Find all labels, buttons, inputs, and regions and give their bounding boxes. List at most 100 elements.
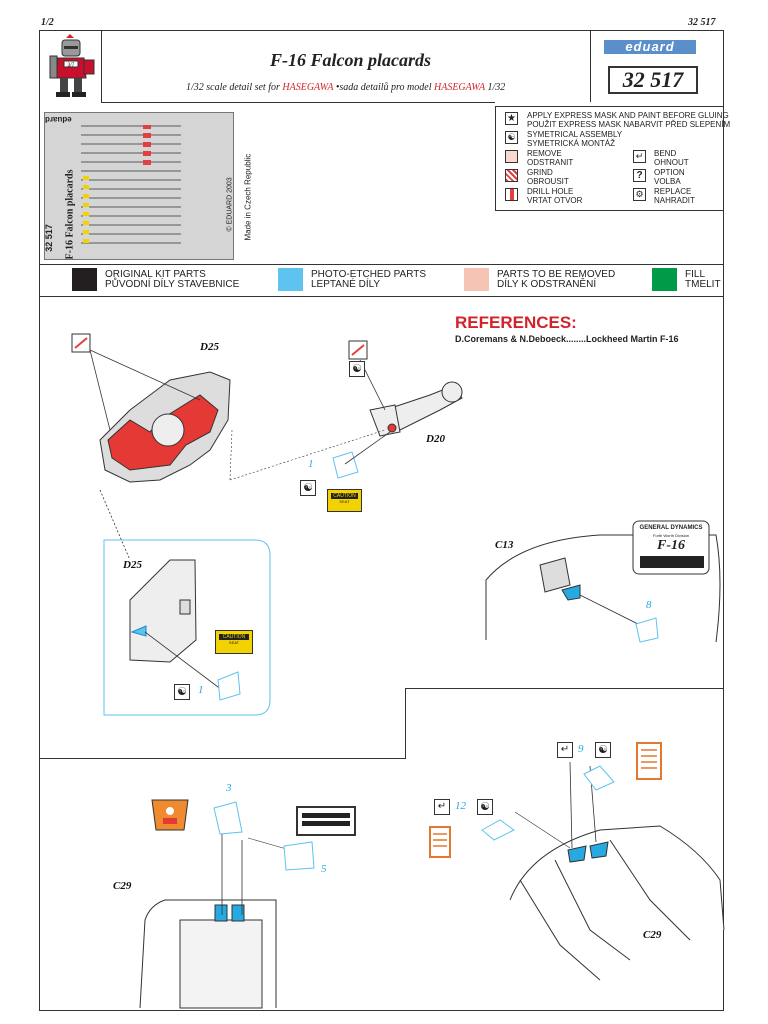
legend-remove: REMOVE ODSTRANIT	[527, 149, 573, 167]
legend-replace-en: REPLACE	[654, 187, 692, 196]
page-frame	[39, 30, 724, 1011]
svg-text:3/7: 3/7	[68, 63, 75, 69]
swatch-fill	[652, 268, 677, 291]
symmetry-icon: ☯	[505, 131, 518, 144]
color-key-removed-cz: DÍLY K ODSTRANĚNÍ	[497, 279, 597, 290]
color-key-pe-en: PHOTO-ETCHED PARTS	[311, 269, 427, 280]
fret-yellow-parts	[83, 173, 89, 243]
document-placard-top	[636, 742, 662, 780]
symmetry-icon: ☯	[349, 361, 365, 377]
page-number: 1/2	[41, 17, 54, 28]
gd-line1: GENERAL DYNAMICS	[639, 525, 703, 531]
part-number-5: 5	[321, 863, 327, 875]
swatch-pe-parts	[278, 268, 303, 291]
caution-placard-inset: CAUTION SEAT	[215, 630, 253, 654]
bend-icon: ↵	[557, 742, 573, 758]
part-number-9: 9	[578, 743, 584, 755]
section-divider-lower	[39, 758, 406, 759]
legend-replace: REPLACE NAHRADIT	[654, 187, 695, 205]
part-number-3: 3	[226, 782, 232, 794]
legend-symmetry-en: SYMETRICAL ASSEMBLY	[527, 130, 623, 139]
part-number-1-inset: 1	[198, 684, 204, 696]
legend-symmetry: SYMETRICAL ASSEMBLY SYMETRICKÁ MONTÁŽ	[527, 130, 622, 148]
color-key-removed-parts: PARTS TO BE REMOVED DÍLY K ODSTRANĚNÍ	[497, 270, 615, 290]
logo-divider	[590, 30, 591, 102]
symmetry-icon: ☯	[477, 799, 493, 815]
label-d25-top: D25	[200, 341, 219, 353]
legend-remove-en: REMOVE	[527, 149, 562, 158]
general-dynamics-placard	[632, 520, 710, 575]
option-icon: ?	[633, 169, 646, 182]
legend-remove-cz: ODSTRANIT	[527, 158, 574, 167]
legend-symmetry-cz: SYMETRICKÁ MONTÁŽ	[527, 139, 616, 148]
label-c13: C13	[495, 539, 514, 551]
swatch-kit-parts	[72, 268, 97, 291]
color-key-fill-en: FILL	[685, 269, 706, 280]
label-c29-left: C29	[113, 880, 132, 892]
set-number-box: 32 517	[608, 66, 698, 94]
gd-line2: Forth Worth Division	[652, 533, 690, 538]
legend-bend: BEND OHNOUT	[654, 149, 689, 167]
grind-icon	[505, 169, 518, 182]
photo-etched-fret: F-16 Falcon placards 32 517 eduard Made …	[44, 112, 253, 260]
symmetry-icon: ☯	[595, 742, 611, 758]
d25-inset-frame	[103, 539, 271, 716]
part-number-8: 8	[646, 599, 652, 611]
gd-model: F-16	[657, 538, 685, 553]
legend-drill-en: DRILL HOLE	[527, 187, 574, 196]
bend-icon: ↵	[434, 799, 450, 815]
eduard-knight-logo: 3/7	[49, 34, 95, 97]
part-c29-left	[139, 899, 277, 1009]
part-c29-right	[509, 825, 725, 981]
replace-icon: ⚙	[633, 188, 646, 201]
symmetry-icon: ☯	[174, 684, 190, 700]
subtitle-brand: HASEGAWA	[282, 82, 334, 93]
legend-mask-en: APPLY EXPRESS MASK AND PAINT BEFORE GLUI…	[527, 111, 729, 120]
caution-sub-top: SEAT	[339, 499, 350, 504]
symmetry-icon: ☯	[300, 480, 316, 496]
legend-grind-cz: OBROUSIT	[527, 177, 569, 186]
legend-drill-cz: VRTAT OTVOR	[527, 196, 583, 205]
legend-bend-en: BEND	[654, 149, 677, 158]
part-number-12: 12	[455, 800, 466, 812]
legend-replace-cz: NAHRADIT	[654, 196, 695, 205]
color-key-fill: FILL TMELIT	[685, 270, 721, 290]
color-key-pe-cz: LEPTANÉ DÍLY	[311, 279, 381, 290]
eduard-logo: eduard	[604, 40, 696, 54]
color-key-top-rule	[39, 264, 724, 265]
references-heading: REFERENCES:	[455, 313, 577, 332]
legend-drill: DRILL HOLE VRTAT OTVOR	[527, 187, 582, 205]
caution-text-top: CAUTION	[331, 493, 358, 499]
part-d25	[99, 371, 231, 483]
subtitle-mid: •sada detailů pro model	[335, 82, 432, 93]
legend-mask-cz: POUŽIT EXPRESS MASK NABARVIT PŘED SLEPEN…	[527, 120, 731, 129]
caution-text-inset: CAUTION	[219, 634, 249, 640]
references-text: D.Coremans & N.Deboeck........Lockheed M…	[455, 334, 679, 344]
subtitle-prefix: 1/32 scale detail set for	[186, 82, 280, 93]
symbol-legend	[495, 106, 724, 211]
color-key-pe-parts: PHOTO-ETCHED PARTS LEPTANÉ DÍLY	[311, 270, 426, 290]
bend-icon: ↵	[633, 150, 646, 163]
legend-bend-cz: OHNOUT	[654, 158, 689, 167]
legend-grind: GRIND OBROUSIT	[527, 168, 569, 186]
legend-grind-en: GRIND	[527, 168, 553, 177]
part-number-1-top: 1	[308, 458, 314, 470]
color-key-kit-cz: PŮVODNÍ DÍLY STAVEBNICE	[105, 279, 240, 290]
fret-part-grid	[81, 123, 181, 251]
header-divider	[101, 102, 495, 103]
star-mask-icon: ★	[505, 112, 518, 125]
color-key-kit-parts: ORIGINAL KIT PARTS PŮVODNÍ DÍLY STAVEBNI…	[105, 270, 239, 290]
document-placard-left	[429, 826, 451, 858]
color-key-removed-en: PARTS TO BE REMOVED	[497, 269, 616, 280]
color-key-fill-cz: TMELIT	[685, 279, 721, 290]
page-code: 32 517	[688, 17, 716, 28]
color-key-kit-en: ORIGINAL KIT PARTS	[105, 269, 206, 280]
swatch-removed-parts	[464, 268, 489, 291]
legend-option: OPTION VOLBA	[654, 168, 685, 186]
drill-icon	[505, 188, 518, 201]
legend-mask: APPLY EXPRESS MASK AND PAINT BEFORE GLUI…	[527, 111, 730, 129]
label-d25-inset: D25	[123, 559, 142, 571]
remove-icon	[505, 150, 518, 163]
subtitle-scale: 1/32	[487, 82, 506, 93]
